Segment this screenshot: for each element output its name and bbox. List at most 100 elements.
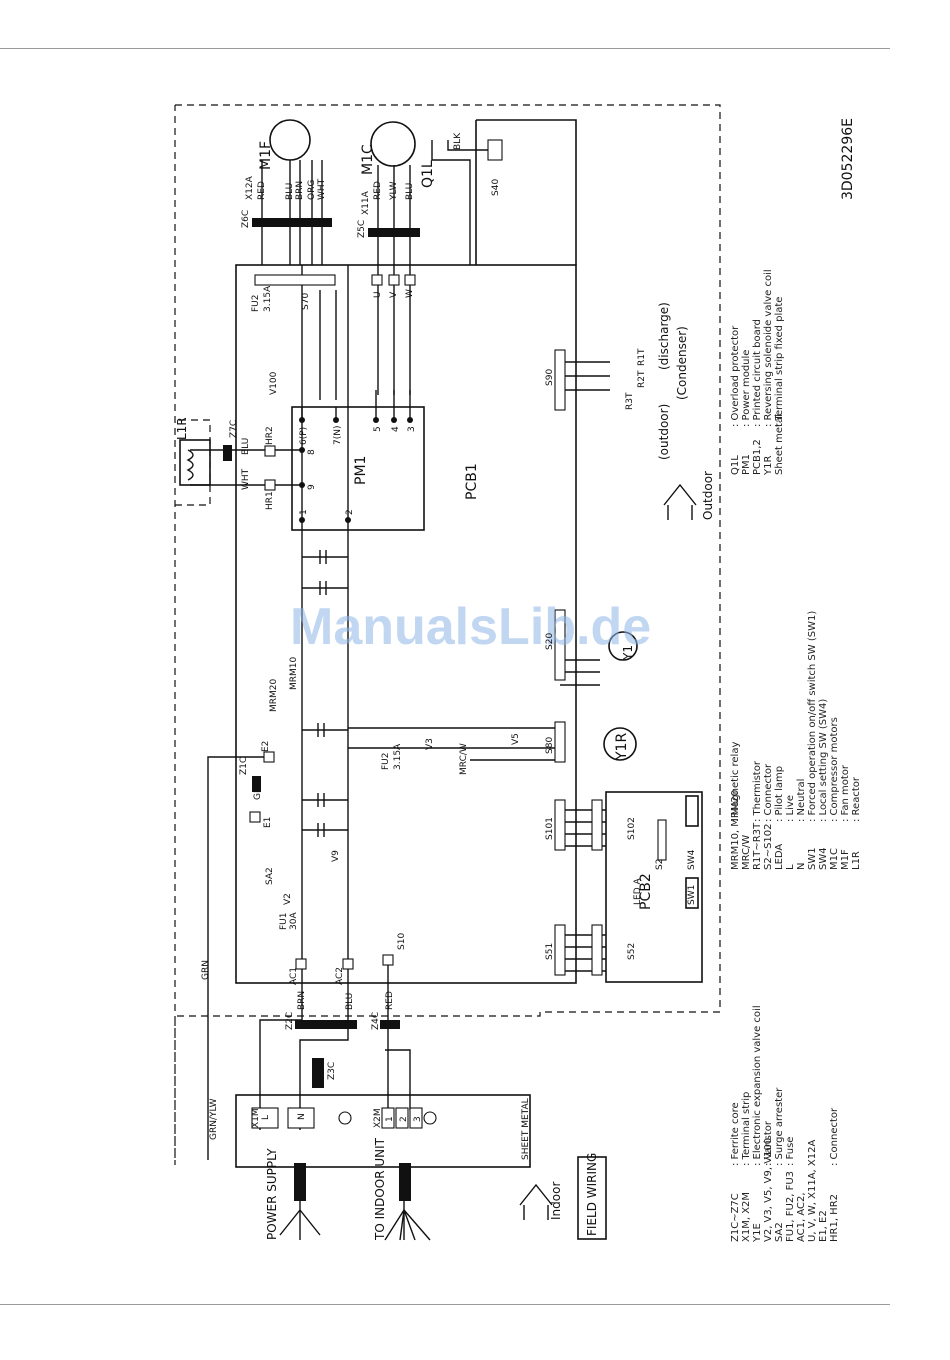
- legend-description: : Connector: [763, 763, 774, 822]
- v9-label: V9: [331, 850, 341, 862]
- s2-label: S2: [655, 859, 665, 870]
- z6c-label: Z6C: [241, 210, 251, 228]
- legend-code: MRC/W: [741, 835, 752, 870]
- pcb2-box: [605, 791, 703, 983]
- legend-code: X1M, X2M: [741, 1192, 752, 1242]
- s10-label: S10: [397, 933, 407, 950]
- pm-pin-3: 3: [407, 426, 417, 432]
- s101-connector: [554, 799, 566, 851]
- wire-wht-fan: WHT: [317, 178, 327, 200]
- sa2-label: SA2: [265, 867, 275, 885]
- legend-description: : Overload protector: [730, 325, 741, 427]
- wire-red-s10: RED: [385, 991, 395, 1010]
- pm1-box: [291, 406, 425, 531]
- junction: [299, 517, 305, 523]
- e1-label: E1: [263, 817, 273, 828]
- wire-blu-fan: BLU: [285, 183, 295, 200]
- e1-connector: [249, 811, 261, 823]
- pm-pin-1: 1: [299, 509, 309, 515]
- x2m-1-terminal: [381, 1107, 395, 1129]
- legend-description: : Compressor motors: [829, 717, 840, 822]
- pm-pin-8: 8: [307, 449, 317, 455]
- pcb2-s51-lines: [560, 934, 606, 972]
- terminal-l: L: [261, 1115, 271, 1120]
- s101-label: S101: [545, 817, 555, 840]
- fu1-rating: 30A: [289, 912, 299, 930]
- legend-code: HR1, HR2: [829, 1194, 840, 1242]
- hr2-label: HR2: [265, 426, 275, 445]
- indoor-cable-core: [399, 1163, 411, 1201]
- z7c-label: Z7C: [229, 420, 239, 438]
- legend-description: : Thermistor: [752, 760, 763, 822]
- earth-terminal: [423, 1111, 437, 1125]
- s10-connector: [382, 954, 394, 966]
- pm-pin-5: 5: [373, 426, 383, 432]
- s20-label: S20: [545, 633, 555, 650]
- z3c-core: [312, 1058, 324, 1088]
- signal-lines: [348, 727, 560, 761]
- pcb1-box: [235, 264, 577, 984]
- rail-caps: [319, 290, 337, 400]
- legend-description: : Live: [785, 795, 796, 822]
- bottom-rule: [0, 1304, 890, 1305]
- legend-code: Y1E: [752, 1223, 763, 1243]
- legend-code: U, V, W, X11A, X12A: [807, 1140, 818, 1242]
- wire-ylw-comp: YLW: [389, 181, 399, 201]
- legend-code: V2, V3, V5, V9, V100: [763, 1138, 774, 1242]
- pm-pin-9: 9: [307, 484, 317, 490]
- r2t-label: R2T: [637, 370, 647, 388]
- rotated-labels: 3D052296E PCB1 PM1 PCB2 M1F M1C Q1L L1R …: [175, 118, 856, 1241]
- pm-pin-6p: 6(P): [299, 427, 309, 445]
- x1m-l-terminal: [251, 1107, 279, 1129]
- hr1-connector: [264, 479, 276, 491]
- r1t-label: R1T: [637, 348, 647, 366]
- mrm20-label: MRM20: [269, 678, 279, 712]
- mrm10-label: MRM10: [289, 656, 299, 690]
- v2-label: V2: [283, 893, 293, 905]
- z6c-core: [252, 218, 332, 227]
- wire-wht-hr1: WHT: [241, 468, 251, 490]
- legend-description: : Reversing solenoide valve coil: [763, 269, 774, 427]
- legend-code: Z1C~Z7C: [730, 1193, 741, 1242]
- legend-code: R1T~R3T: [752, 822, 763, 870]
- to-indoor-unit-label: TO INDOOR UNIT: [373, 1137, 387, 1241]
- z2c-core: [295, 1020, 357, 1029]
- legend-code: PM1: [741, 454, 752, 475]
- legend-code: M1C: [829, 848, 840, 870]
- legend-description: : Fan motor: [840, 764, 851, 822]
- phase-v: V: [389, 291, 399, 298]
- sw4-box: [685, 795, 699, 827]
- terminal-2: 2: [399, 1116, 409, 1122]
- thermistor-lines: [560, 361, 610, 391]
- s2-connector: [657, 819, 667, 861]
- x1m-n-terminal: [287, 1107, 315, 1129]
- y1e-coil-circle: [608, 631, 638, 661]
- junction: [373, 417, 379, 423]
- ac1-label: AC1: [289, 967, 299, 985]
- v-connector: [388, 274, 400, 286]
- legend-code: E1, E2: [818, 1210, 829, 1242]
- sw1-box: [685, 877, 699, 909]
- s102-connector: [591, 799, 603, 851]
- y1e-label: Y1: [621, 645, 635, 661]
- s20-connector: [554, 609, 566, 681]
- e2-connector: [263, 751, 275, 763]
- s90-label: S90: [545, 369, 555, 386]
- hr1-label: HR1: [265, 491, 275, 510]
- legend-code: SW4: [818, 847, 829, 870]
- v3-label: V3: [425, 738, 435, 750]
- earth-terminal-2: [338, 1111, 352, 1125]
- legend-description: : Reactor: [851, 776, 862, 822]
- v100-label: V100: [269, 371, 279, 395]
- m1c-label: M1C: [360, 144, 376, 175]
- indoor-house-icon: [519, 1183, 553, 1220]
- sw1-label: SW1: [687, 885, 697, 905]
- q1l-wires: [431, 140, 500, 265]
- x2m-3-terminal: [409, 1107, 423, 1129]
- s80-label: S80: [545, 737, 555, 754]
- wire-blk-q1l: BLK: [453, 132, 463, 150]
- legend-description: : Printed circuit board: [752, 319, 763, 427]
- terminal-3: 3: [413, 1116, 423, 1122]
